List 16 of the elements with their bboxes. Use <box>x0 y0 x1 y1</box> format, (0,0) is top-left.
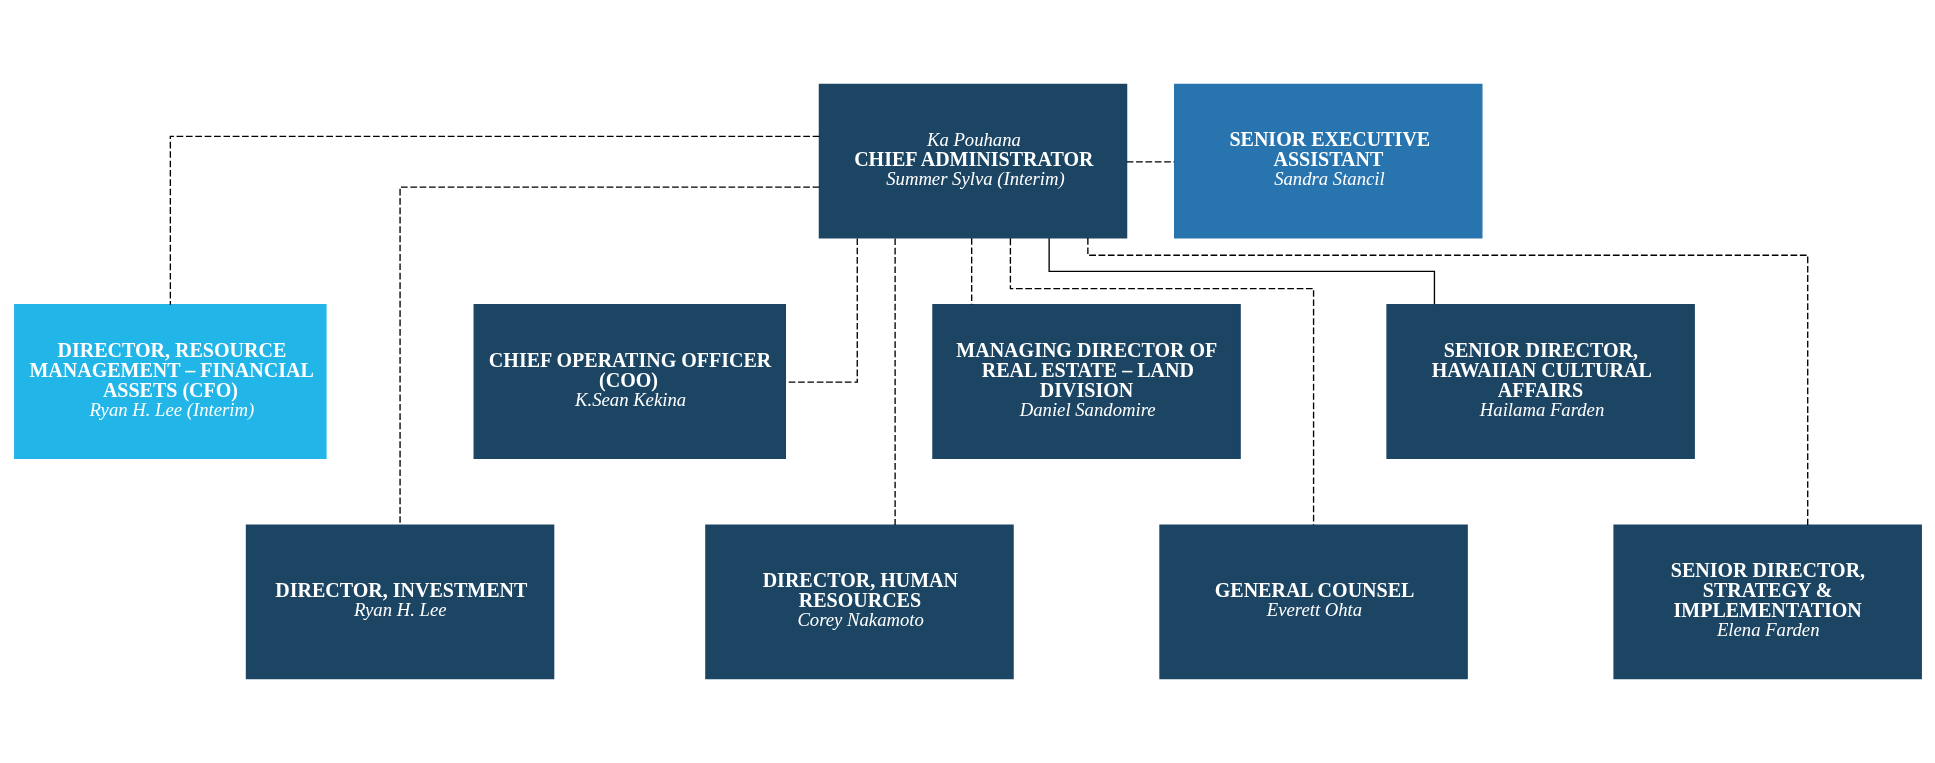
node-box: SENIOR DIRECTOR, HAWAIIAN CULTURAL AFFAIRS Hailama Farden <box>1385 304 1695 459</box>
node-box: SENIOR EXECUTIVE ASSISTANT Sandra Stancil <box>1173 83 1482 239</box>
node-box: MANAGING DIRECTOR OF REAL ESTATE – LAND DIVISION Daniel Sandomire <box>931 304 1241 459</box>
node-box: Ka Pouhana CHIEF ADMINISTRATOR Summer Sylva (Interim) <box>818 83 1127 239</box>
connector <box>169 135 820 306</box>
node-box: CHIEF OPERATING OFFICER (COO) K.Sean Kekina <box>473 304 786 459</box>
connector <box>398 186 820 526</box>
connector <box>893 237 896 526</box>
node-box: GENERAL COUNSEL Everett Ohta <box>1158 524 1468 680</box>
connector <box>1009 237 1314 526</box>
node-box: DIRECTOR, HUMAN RESOURCES Corey Nakamoto <box>704 524 1014 680</box>
connector <box>1047 237 1435 306</box>
node-box: DIRECTOR, INVESTMENT Ryan H. Lee <box>245 524 554 680</box>
connector <box>1086 237 1808 526</box>
node-box: SENIOR DIRECTOR, STRATEGY & IMPLEMENTATION Elena Farden <box>1612 524 1922 680</box>
node-box: DIRECTOR, RESOURCE MANAGEMENT – FINANCIAL ASSETS (CFO) Ryan H. Lee (Interim) <box>13 304 327 459</box>
